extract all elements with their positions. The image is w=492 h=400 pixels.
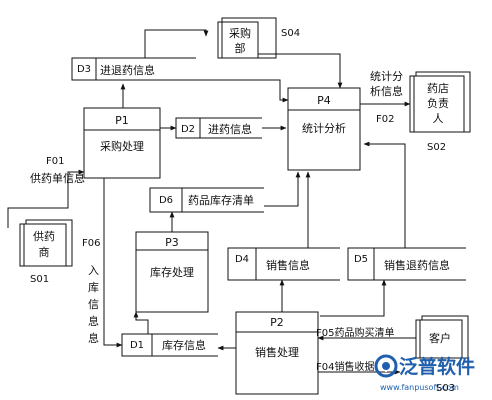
entity-s03-name: 客户 (429, 331, 451, 345)
entity-s04-code: S04 (281, 28, 300, 39)
entity-s02-line2: 负责 (427, 96, 449, 110)
flow-f01-code: F01 (46, 156, 64, 167)
watermark-brand: 泛普软件 (399, 355, 475, 378)
store-d6-id: D6 (159, 195, 173, 206)
store-d3-name: 进退药信息 (100, 63, 155, 77)
flow-f06-char-3: 信 (88, 298, 99, 311)
store-d4-id: D4 (235, 254, 249, 265)
store-d3: D3 进退药信息 (71, 57, 196, 81)
store-d5: D5 销售退药信息 (347, 247, 466, 281)
watermark-logo-icon (374, 354, 398, 378)
entity-s03-code: S03 (436, 383, 455, 394)
process-p2: P2 销售处理 (235, 311, 319, 395)
entity-s02-line3: 人 (433, 112, 444, 125)
store-d2: D2 进药信息 (175, 117, 262, 139)
flow-f02-code: F02 (376, 114, 394, 125)
store-d3-id: D3 (77, 64, 91, 75)
store-d1-name: 库存信息 (162, 338, 206, 352)
entity-s04: 采购 部 S04 (217, 17, 300, 59)
process-p1-id: P1 (115, 114, 129, 127)
flow-f06-char-4: 息 (88, 314, 99, 328)
process-p3-name: 库存处理 (150, 265, 194, 279)
store-d5-id: D5 (354, 254, 368, 265)
flow-f06-char-2: 库 (88, 281, 99, 294)
flow-f05-label: F05药品购买清单 (316, 326, 394, 339)
entity-s02-line1: 药店 (427, 81, 449, 95)
flow-f06-char-1: 入 (88, 264, 99, 277)
process-p4-name: 统计分析 (302, 121, 346, 135)
entity-s01-line2: 商 (39, 245, 50, 259)
process-p1: P1 采购处理 (83, 107, 161, 179)
watermark-url: www.fanpusoft.com (380, 383, 459, 392)
store-d4: D4 销售信息 (227, 247, 340, 281)
entity-s02-code: S02 (427, 142, 446, 153)
flow-f02-line2: 析信息 (370, 84, 403, 98)
store-d4-name: 销售信息 (266, 258, 310, 272)
process-p3: P3 库存处理 (135, 231, 209, 313)
process-p2-id: P2 (270, 316, 284, 329)
entity-s03: 客户 (415, 315, 469, 359)
entity-s01: 供药 商 S01 (19, 219, 73, 285)
watermark: 泛普软件 www.fanpusoft.com S03 (374, 354, 475, 394)
process-p1-name: 采购处理 (100, 139, 144, 153)
flow-f02-line1: 统计分 (370, 70, 403, 83)
process-p3-id: P3 (165, 236, 179, 249)
store-d6: D6 药品库存清单 (149, 187, 264, 213)
flow-f01-label: 供药单信息 (30, 171, 85, 185)
entity-s02: 药店 负责 人 S02 (409, 71, 471, 153)
store-d2-name: 进药信息 (208, 122, 252, 136)
process-p2-name: 销售处理 (255, 345, 299, 359)
entity-s01-code: S01 (30, 274, 49, 285)
flow-f06-char-5: 息 (88, 331, 99, 345)
process-p4-id: P4 (317, 94, 331, 107)
flow-f06-code: F06 (82, 238, 100, 249)
store-d5-name: 销售退药信息 (384, 258, 450, 272)
store-d2-id: D2 (181, 124, 195, 135)
store-d1-id: D1 (130, 340, 144, 351)
store-d1: D1 库存信息 (121, 333, 218, 357)
entity-s01-line1: 供药 (33, 229, 55, 243)
store-d6-name: 药品库存清单 (188, 193, 254, 207)
flow-lines (7, 29, 416, 375)
entity-s04-line1: 采购 (229, 26, 251, 40)
entity-s04-line2: 部 (235, 41, 246, 55)
flow-f04-label: F04销售收据 (316, 360, 374, 373)
process-p4: P4 统计分析 (287, 87, 361, 171)
flow-labels: F01 供药单信息 统计分 析信息 F02 F05药品购买清单 F04销售收据 … (30, 70, 403, 373)
